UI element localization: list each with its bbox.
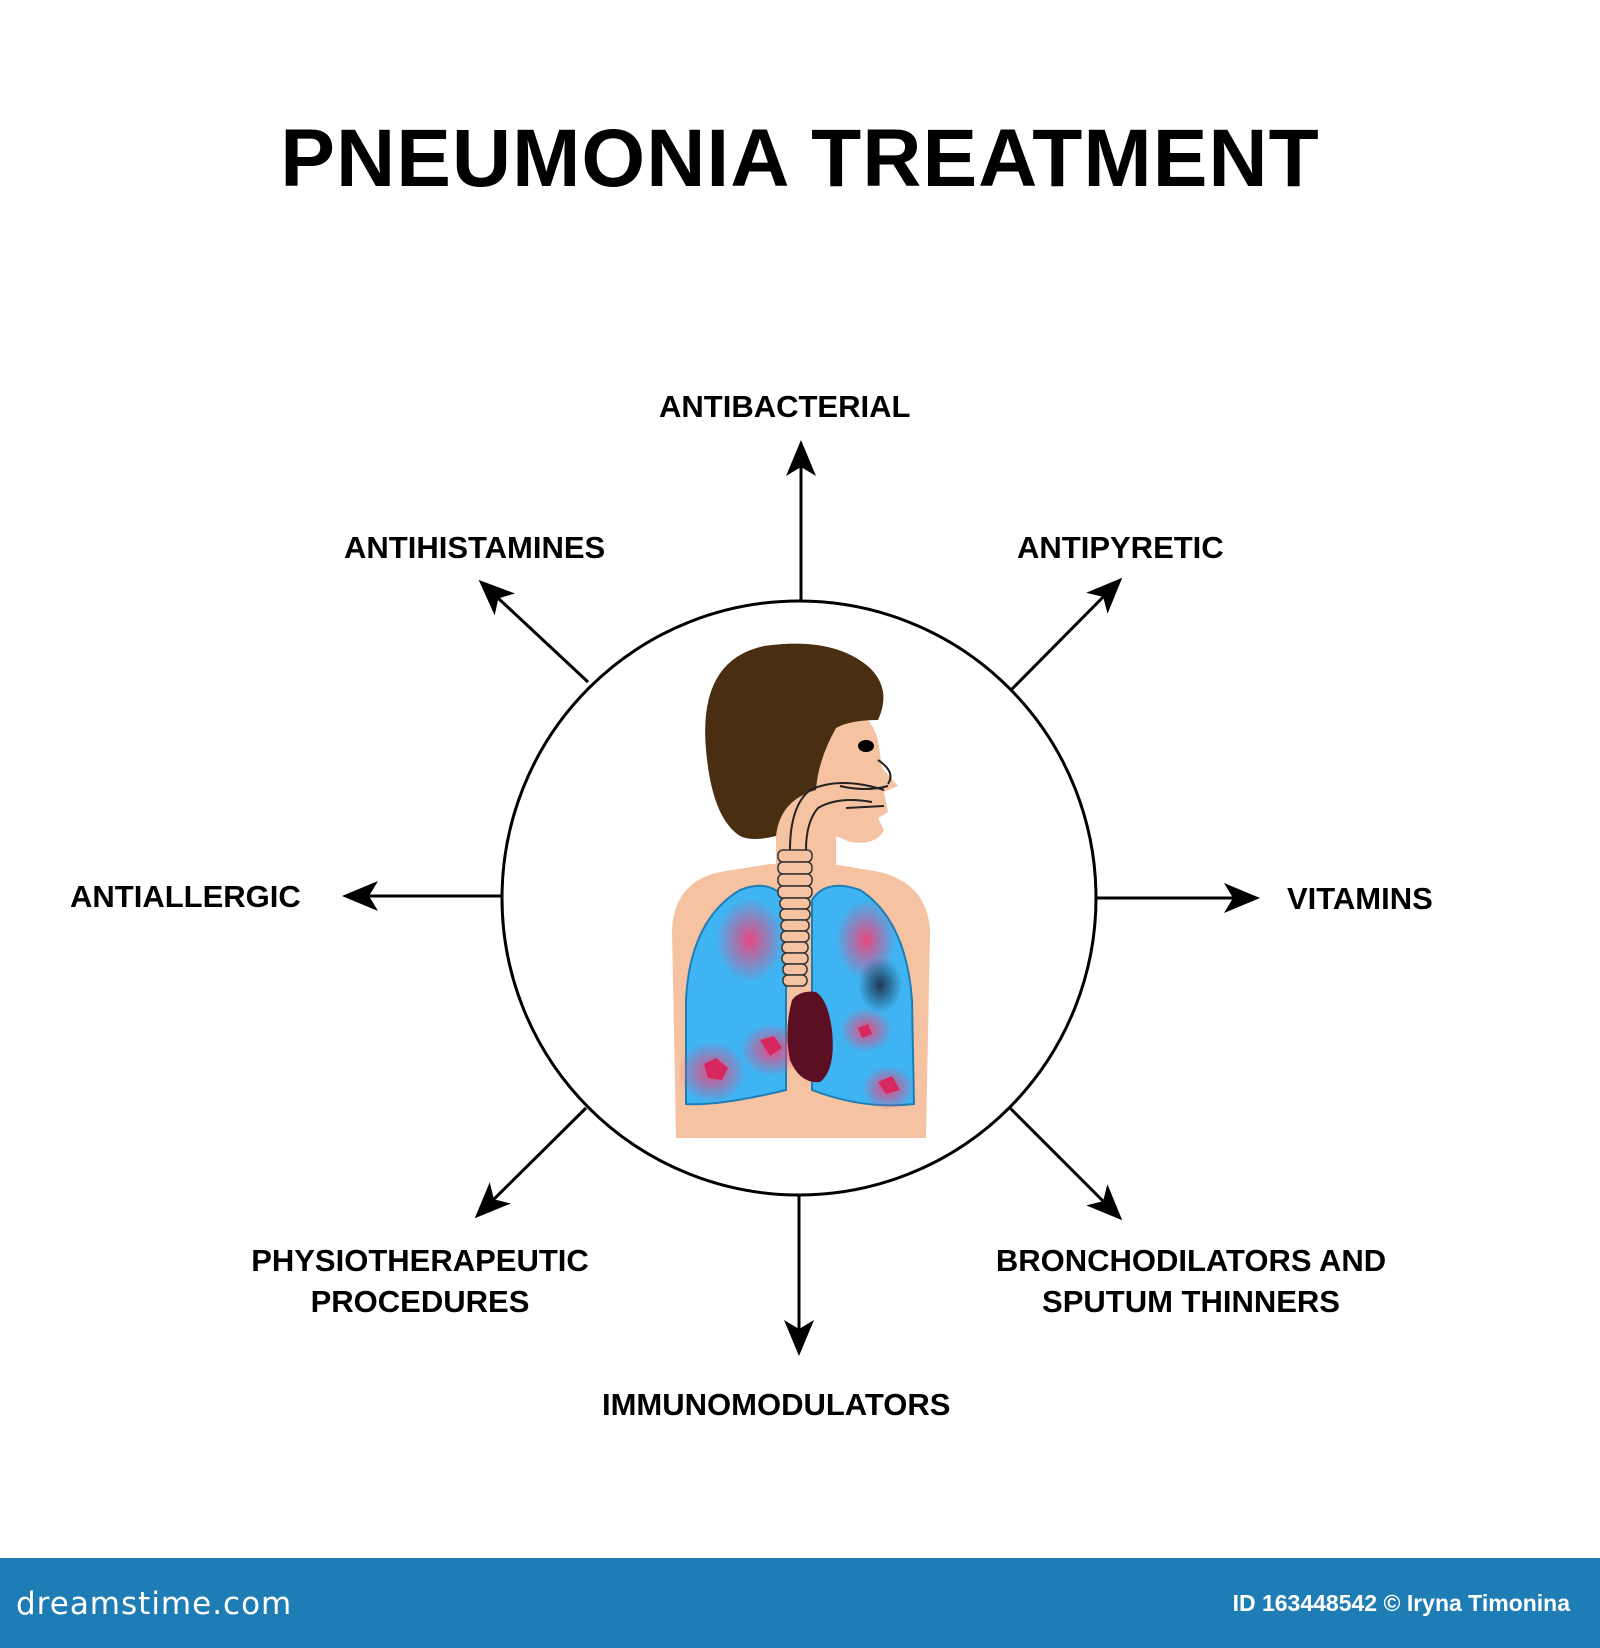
trachea: [777, 849, 813, 987]
label-antihistamines: ANTIHISTAMINES: [344, 530, 606, 565]
label-physiotherapeutic-line1: PHYSIOTHERAPEUTIC: [251, 1243, 589, 1278]
arrow-antihistamines: [478, 579, 590, 684]
hair: [705, 643, 884, 839]
label-antiallergic: ANTIALLERGIC: [70, 879, 301, 914]
heart: [787, 991, 833, 1083]
label-antipyretic: ANTIPYRETIC: [1017, 530, 1224, 565]
label-physiotherapeutic-line2: PROCEDURES: [310, 1284, 530, 1319]
arrow-bronchodilators: [1008, 1106, 1123, 1221]
label-immunomodulators: IMMUNOMODULATORS: [602, 1387, 951, 1422]
label-bronchodilators-line2: SPUTUM THINNERS: [1042, 1284, 1340, 1319]
label-bronchodilators: BRONCHODILATORS AND SPUTUM THINNERS: [976, 1240, 1406, 1322]
brand-logo: dreamstime.com: [16, 1586, 293, 1622]
label-vitamins: VITAMINS: [1287, 881, 1433, 916]
page-title: PNEUMONIA TREATMENT: [280, 113, 1320, 204]
label-bronchodilators-line1: BRONCHODILATORS AND: [995, 1243, 1387, 1278]
arrows: [342, 440, 1260, 1356]
label-antibacterial: ANTIBACTERIAL: [659, 389, 911, 424]
label-physiotherapeutic: PHYSIOTHERAPEUTIC PROCEDURES: [230, 1240, 610, 1322]
eye: [858, 740, 874, 752]
arrow-physiotherapeutic: [474, 1106, 588, 1219]
airway: [789, 782, 885, 940]
image-credit: ID 163448542 © Iryna Timonina: [1232, 1590, 1570, 1616]
footer-bar: dreamstime.com ID 163448542 © Iryna Timo…: [0, 1558, 1600, 1648]
arrow-antipyretic: [1009, 577, 1123, 692]
